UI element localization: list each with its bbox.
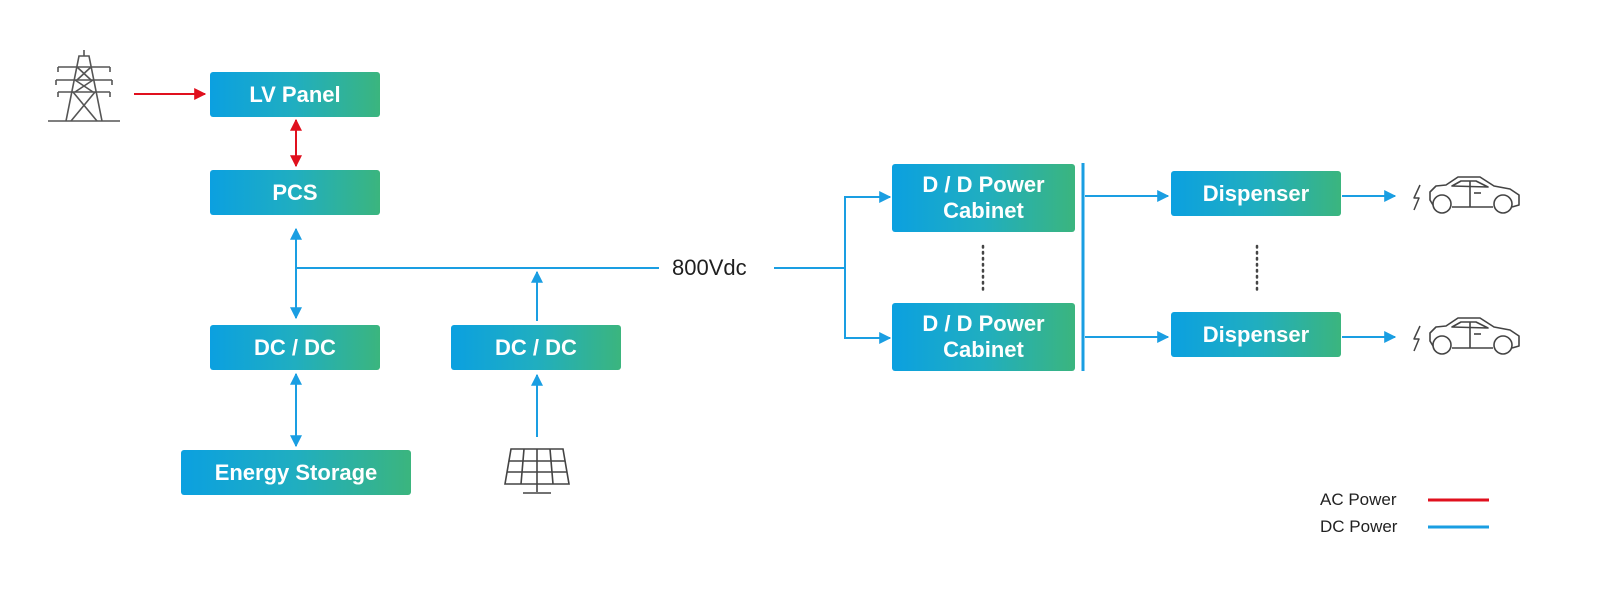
dcdc-storage-label: DC / DC <box>254 334 336 360</box>
energy-storage-box: Energy Storage <box>181 450 411 495</box>
solar-panel-icon <box>504 448 570 494</box>
dispenser-bottom-label: Dispenser <box>1202 321 1310 347</box>
power-cabinet-bottom-box: D / D Power Cabinet <box>892 303 1075 371</box>
legend-ac-label: AC Power <box>1320 490 1397 509</box>
legend-dc-label: DC Power <box>1320 517 1398 536</box>
pcs-box: PCS <box>210 170 380 215</box>
car-icon <box>1429 317 1520 355</box>
energy-storage-label: Energy Storage <box>214 459 378 485</box>
dispenser-bottom-box: Dispenser <box>1171 312 1341 357</box>
lv-panel-label: LV Panel <box>249 81 341 107</box>
pcs-label: PCS <box>272 179 318 205</box>
lightning-icon <box>1413 184 1421 211</box>
power-cabinet-bottom-label: D / D Power Cabinet <box>922 311 1045 362</box>
dcdc-solar-box: DC / DC <box>451 325 621 370</box>
bus-voltage-label: 800Vdc <box>672 255 747 280</box>
lv-panel-box: LV Panel <box>210 72 380 117</box>
power-cabinet-top-label: D / D Power Cabinet <box>922 172 1045 223</box>
dcdc-storage-box: DC / DC <box>210 325 380 370</box>
transmission-tower-icon <box>48 50 120 122</box>
dispenser-top-label: Dispenser <box>1202 180 1310 206</box>
dispenser-top-box: Dispenser <box>1171 171 1341 216</box>
power-cabinet-top-box: D / D Power Cabinet <box>892 164 1075 232</box>
lightning-icon <box>1413 325 1421 352</box>
dcdc-solar-label: DC / DC <box>495 334 577 360</box>
car-icon <box>1429 176 1520 214</box>
